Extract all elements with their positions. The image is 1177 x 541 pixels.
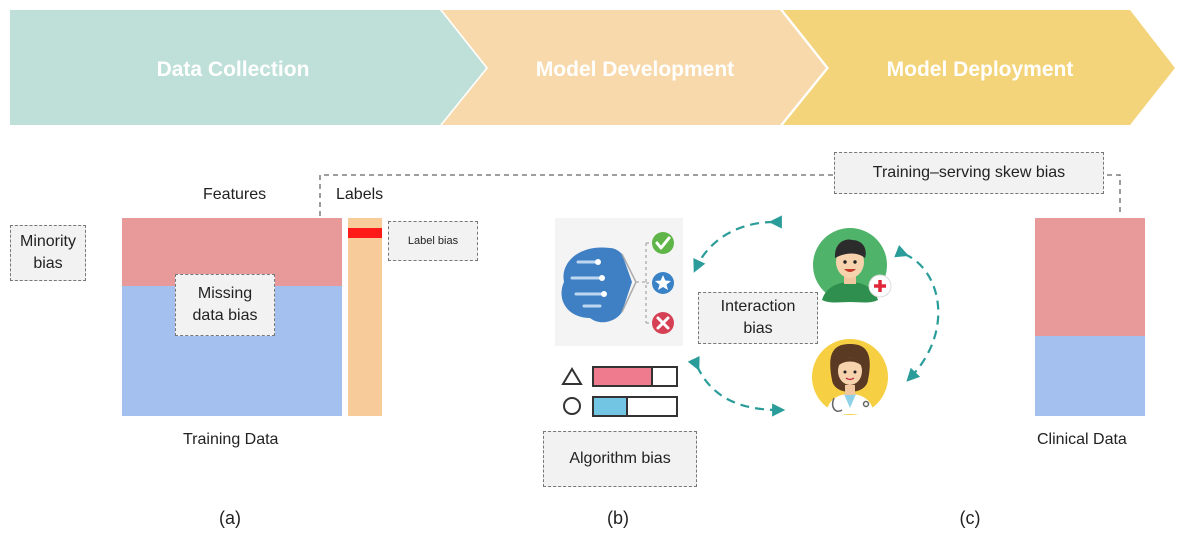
circle-icon <box>563 397 581 415</box>
interaction-bias-line2: bias <box>743 320 773 337</box>
loop-arrow-right <box>894 244 940 382</box>
stage-model-deployment-arrow <box>783 10 1175 125</box>
stage-model-development-label: Model Development <box>535 58 735 81</box>
training-serving-skew-bias-box: Training–serving skew bias <box>834 152 1104 194</box>
star-icon <box>652 272 674 294</box>
label-bias-mark <box>348 228 382 238</box>
stage-model-deployment-label: Model Deployment <box>886 58 1074 81</box>
interaction-bias-line1: Interaction <box>720 298 796 315</box>
missing-data-bias-line2: data bias <box>192 307 258 324</box>
loop-arrow-top <box>693 215 782 273</box>
stage-model-development-arrow <box>442 10 826 125</box>
male-patient-icon <box>813 228 892 303</box>
skew-connector <box>319 174 1121 216</box>
minority-bias-line1: Minority <box>19 233 76 250</box>
panel-a-label: (a) <box>219 508 241 528</box>
cross-icon <box>652 312 674 334</box>
check-icon <box>652 232 674 254</box>
clinical-minority-block <box>1035 218 1145 336</box>
missing-data-bias-line1: Missing <box>197 285 253 302</box>
features-label: Features <box>203 186 267 203</box>
missing-data-bias-box: Missing data bias <box>175 274 275 336</box>
stage-data-collection-arrow <box>10 10 486 125</box>
clinical-data-caption: Clinical Data <box>1037 431 1127 448</box>
minority-bias-box: Minority bias <box>10 225 86 281</box>
female-doctor-icon <box>812 339 888 415</box>
brain-network-icon <box>561 242 654 324</box>
triangle-icon <box>561 367 583 385</box>
clinical-majority-block <box>1035 336 1145 416</box>
loop-arrow-bottom <box>687 356 786 417</box>
minority-bias-line2: bias <box>33 255 63 272</box>
labels-column <box>348 218 382 416</box>
labels-label: Labels <box>336 186 384 203</box>
training-data-caption: Training Data <box>183 431 279 448</box>
panel-b-label: (b) <box>607 508 629 528</box>
interaction-bias-box: Interaction bias <box>698 292 818 344</box>
algorithm-bias-box: Algorithm bias <box>543 431 697 487</box>
bar-a-fill <box>594 368 651 385</box>
panel-c-label: (c) <box>959 508 981 528</box>
label-bias-box: Label bias <box>388 221 478 261</box>
stage-data-collection-label: Data Collection <box>156 58 310 81</box>
bar-b-fill <box>594 398 626 415</box>
